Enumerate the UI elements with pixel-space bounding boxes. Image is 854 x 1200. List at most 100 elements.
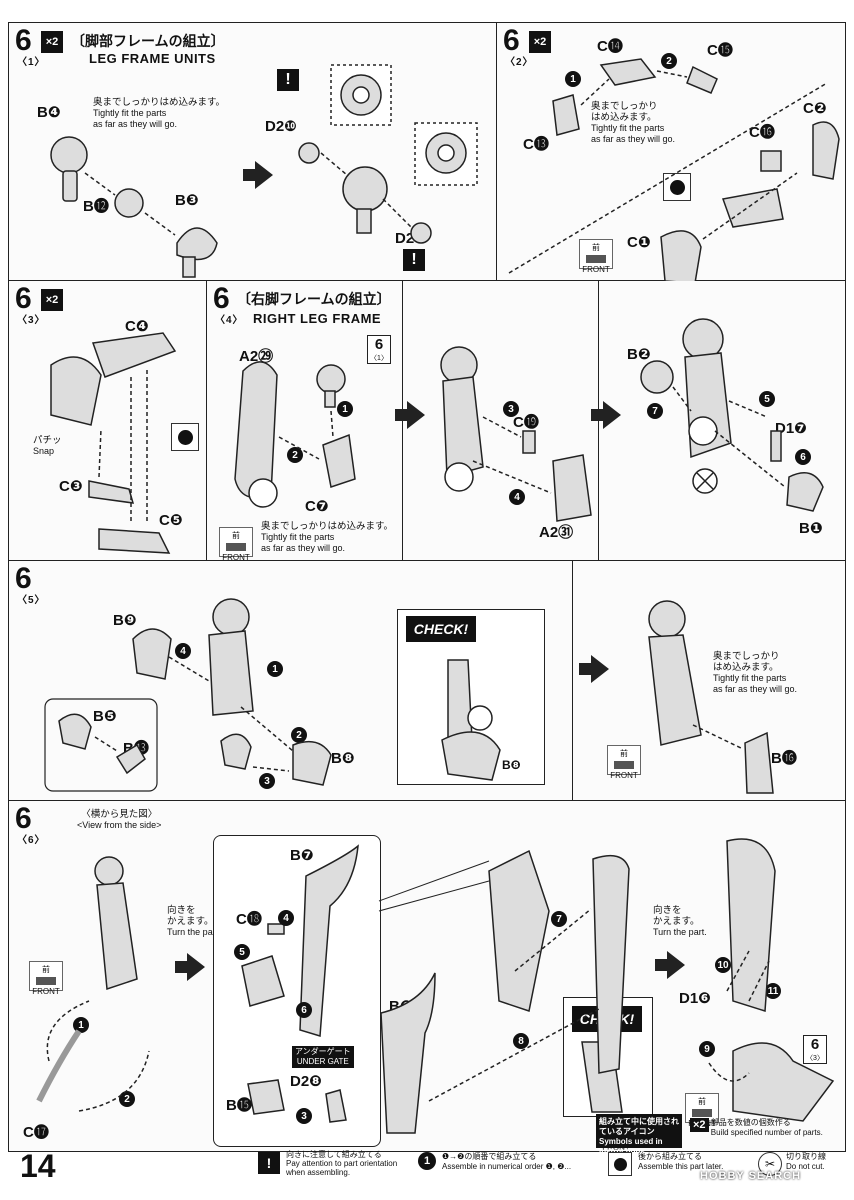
fit-note: 奥までしっかり はめ込みます。 Tightly fit the parts as… — [591, 101, 675, 145]
order-number-4: 4 — [175, 643, 191, 659]
legend-multiplier: ×2 部品を数値の個数作る Build specified number of … — [690, 1118, 823, 1138]
fit-note: 奥までしっかりはめ込みます。 Tightly fit the parts as … — [261, 521, 393, 554]
legend-exclam-en: when assembling. — [286, 1168, 351, 1177]
part-label: D2❿ — [265, 118, 297, 135]
legend-title-en: Symbols used in instructions — [599, 1137, 663, 1156]
leg-armor-illustration — [36, 838, 835, 1134]
ref-step-number: 6 — [810, 1036, 820, 1053]
watermark: HOBBY SEARCH — [700, 1170, 802, 1182]
order-number-11: 11 — [765, 983, 781, 999]
foot-parts-illustration — [50, 332, 177, 554]
next-arrow-icon — [655, 951, 685, 979]
substep-label: 〈2〉 — [505, 57, 534, 68]
next-arrow-icon — [579, 655, 609, 683]
part-label: B❶ — [799, 520, 823, 537]
orientation-warning-icon: ! — [403, 249, 425, 271]
numeric-order-icon: 1 — [418, 1152, 436, 1170]
legend-exclam-en: Pay attention to part orientation — [286, 1159, 398, 1168]
part-label: B⓰ — [771, 750, 797, 767]
right-leg-completion-illustration — [640, 318, 824, 512]
note-en: as far as they will go. — [591, 134, 676, 144]
no-cut-icon: ✂ — [758, 1152, 782, 1176]
reference-step-badge: 6 〈3〉 — [803, 1035, 827, 1064]
part-label: A2㉛ — [539, 524, 574, 541]
snap-jp: パチッ — [33, 435, 62, 446]
row-4: 6 〈6〉 〈横から見た図〉 <View from the side> 前 FR… — [9, 801, 845, 1153]
note-jp: 奥までしっかり — [591, 101, 658, 112]
part-label: C⓰ — [749, 124, 775, 141]
panel-step-6-5b: B⓰ 奥までしっかり はめ込みます。 Tightly fit the parts… — [573, 561, 847, 800]
legend-exclam-jp: 向きに注意して組み立てる — [286, 1150, 382, 1159]
front-indicator: 前 FRONT — [607, 745, 641, 780]
right-leg-assembly-illustration — [440, 346, 592, 522]
check-detail-illustration — [441, 659, 501, 781]
order-number-1: 1 — [565, 71, 581, 87]
part-label: D1❻ — [679, 990, 711, 1007]
order-number-2: 2 — [661, 53, 677, 69]
section-title-en: RIGHT LEG FRAME — [253, 311, 382, 326]
order-number-1: 1 — [337, 401, 353, 417]
front-jp: 前 — [232, 531, 240, 540]
legend-order-en: Assemble in numerical order ❶, ❷... — [442, 1162, 572, 1171]
under-gate-jp: アンダーゲート — [295, 1047, 351, 1056]
panel-step-6-3: 6 〈3〉 ×2 C❹ C❸ C❺ パチッ Snap — [9, 281, 207, 560]
legend-nocut-en: Do not cut. — [786, 1162, 825, 1171]
part-label: B❾ — [113, 612, 137, 629]
part-label: B❽ — [502, 758, 521, 772]
fit-note: 奥までしっかり はめ込みます。 Tightly fit the parts as… — [713, 651, 797, 695]
part-label: B❷ — [627, 346, 651, 363]
snap-en: Snap — [33, 446, 55, 456]
part-label: C❷ — [803, 100, 827, 117]
panel-step-6-4: 6 〈4〉 〔右脚フレームの組立〕 RIGHT LEG FRAME A2㉙ C❼… — [207, 281, 403, 562]
step-number: 6 — [15, 562, 32, 595]
view-en: <View from the side> — [77, 820, 162, 830]
part-label: C⓳ — [513, 414, 539, 431]
step-number: 6 — [15, 24, 32, 57]
legend-order-jp: ❶→❷の順番で組み立てる — [442, 1152, 537, 1161]
next-arrow-icon — [591, 401, 621, 429]
panel-step-6-2: 6 〈2〉 ×2 C⓮ C⓯ C⓭ C⓰ C❷ C❶ 1 2 奥までしっかり は… — [497, 23, 847, 281]
note-jp: 奥までしっかり — [713, 651, 780, 662]
part-label: B⓯ — [226, 1097, 252, 1114]
front-jp: 前 — [42, 965, 50, 974]
note-en: as far as they will go. — [261, 543, 346, 553]
panel-step-6-4b: C⓳ A2㉛ 3 4 — [395, 281, 599, 560]
legend-title-jp: 組み立て中に使用されているアイコン — [599, 1117, 679, 1136]
order-number-6: 6 — [795, 449, 811, 465]
front-jp: 前 — [698, 1097, 706, 1106]
part-label: C❺ — [159, 512, 183, 529]
substep-label: 〈1〉 — [17, 57, 46, 68]
note-jp: はめ込みます。 — [713, 662, 779, 673]
assemble-later-icon — [171, 423, 199, 451]
part-label: B❼ — [290, 847, 314, 864]
page-number: 14 — [20, 1147, 56, 1184]
step-number: 6 — [15, 282, 32, 315]
order-number-3: 3 — [296, 1108, 312, 1124]
instruction-page: 6 〈1〉 ×2 〔脚部フレームの組立〕 LEG FRAME UNITS B❹ … — [8, 22, 846, 1152]
fit-note: 奥までしっかりはめ込みます。 Tightly fit the parts as … — [93, 97, 225, 130]
note-jp: はめ込みます。 — [591, 112, 657, 123]
legend-nocut: ✂ 切り取り線 Do not cut. — [756, 1148, 846, 1182]
turn-note: 向きを かえます。 Turn the part. — [653, 905, 707, 938]
turn-jp: かえます。 — [653, 916, 700, 927]
multiplier-icon: ×2 — [690, 1118, 709, 1132]
turn-note: 向きを かえます。 Turn the part. — [167, 905, 221, 938]
note-jp: 奥までしっかりはめ込みます。 — [93, 97, 226, 108]
orientation-warning-icon: ! — [258, 1152, 280, 1174]
assemble-later-icon — [608, 1152, 632, 1176]
front-label: FRONT — [582, 265, 610, 274]
note-en: Tightly fit the parts — [93, 108, 167, 118]
turn-jp: 向きを — [653, 905, 682, 916]
ref-substep: 〈1〉 — [370, 355, 388, 362]
part-label: D1❼ — [775, 420, 807, 437]
lower-leg-illustration — [648, 600, 774, 794]
under-gate-badge: アンダーゲート UNDER GATE — [292, 1046, 354, 1068]
legend-nocut-jp: 切り取り線 — [786, 1152, 826, 1161]
check-badge: CHECK! — [406, 616, 476, 642]
row-2: 6 〈3〉 ×2 C❹ C❸ C❺ パチッ Snap — [9, 281, 845, 562]
order-number-1: 1 — [267, 661, 283, 677]
part-label: B❸ — [175, 192, 199, 209]
part-label: C⓲ — [236, 911, 262, 928]
note-en: Tightly fit the parts — [591, 123, 665, 133]
snap-note: パチッ Snap — [33, 435, 62, 457]
